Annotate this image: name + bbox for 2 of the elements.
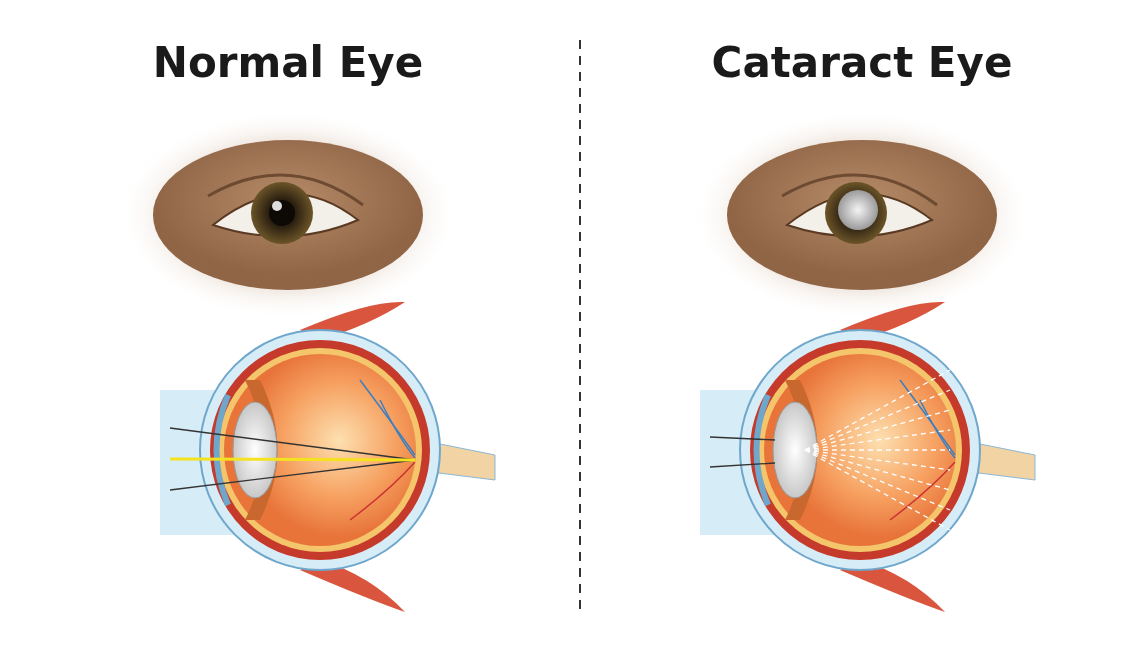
heading: Cataract Eye [710,38,1014,87]
heading: Normal Eye [151,38,425,87]
